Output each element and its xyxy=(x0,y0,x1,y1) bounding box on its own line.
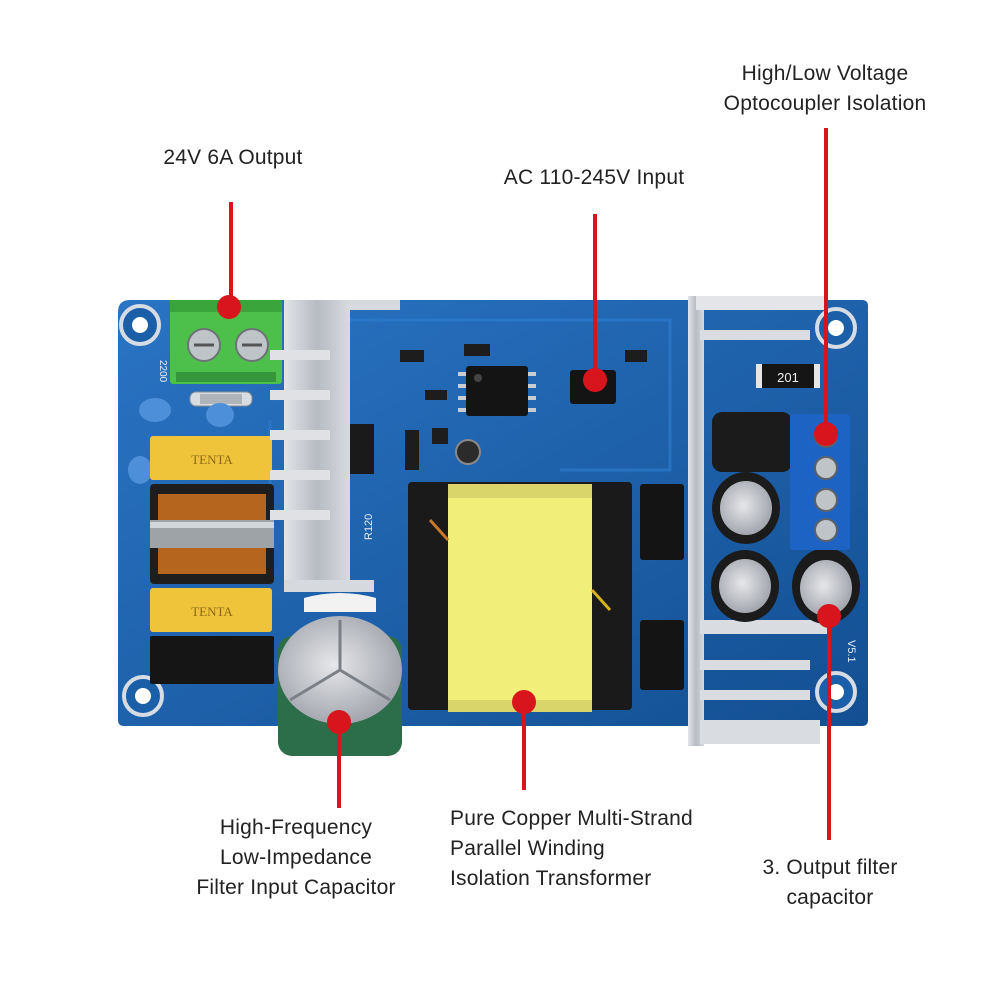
mounting-hole-top-left xyxy=(119,304,161,346)
smd-resistor-201: 201 xyxy=(756,364,820,388)
callout-optocoupler xyxy=(814,128,838,446)
x-capacitor-bottom: TENTA xyxy=(150,588,272,632)
callout-input-capacitor xyxy=(327,710,351,808)
label-transformer: Pure Copper Multi-Strand Parallel Windin… xyxy=(450,804,740,894)
mounting-hole-top-right xyxy=(815,307,857,349)
silk-version: V5.1 xyxy=(845,640,857,663)
y-capacitor xyxy=(139,398,171,422)
label-line: High-Frequency xyxy=(219,816,373,839)
smd-resistor xyxy=(425,390,447,400)
label-output: 24V 6A Output xyxy=(138,143,328,173)
output-capacitor-top xyxy=(712,472,780,544)
x-cap-brand: TENTA xyxy=(191,452,233,467)
terminal-code: 2200 xyxy=(157,360,168,383)
label-output-capacitor: 3. Output filter capacitor xyxy=(740,853,920,913)
resistor-r120: R120 xyxy=(363,514,375,540)
label-line: 3. Output filter xyxy=(762,856,898,879)
mounting-hole-bottom-right xyxy=(815,671,857,713)
mounting-hole-bottom-left xyxy=(122,675,164,717)
label-line: Parallel Winding xyxy=(450,837,605,860)
callout-output-capacitor xyxy=(817,604,841,840)
ac-terminal-block xyxy=(170,300,282,384)
label-line: AC 110-245V Input xyxy=(503,166,685,189)
callout-ac-input xyxy=(583,214,607,392)
label-optocoupler: High/Low Voltage Optocoupler Isolation xyxy=(700,59,950,119)
input-filter-capacitor xyxy=(278,593,402,756)
label-line: Optocoupler Isolation xyxy=(723,92,927,115)
output-capacitor-left xyxy=(711,550,779,622)
smd-resistor xyxy=(405,430,419,470)
output-capacitor-right xyxy=(792,548,860,624)
y-capacitor xyxy=(206,403,234,427)
label-line: Isolation Transformer xyxy=(450,867,652,890)
pwm-controller-chip xyxy=(458,366,536,416)
label-line: 24V 6A Output xyxy=(163,146,303,169)
label-line: Filter Input Capacitor xyxy=(196,876,396,899)
label-ac-input: AC 110-245V Input xyxy=(478,163,710,193)
mosfet xyxy=(350,424,374,474)
callout-output xyxy=(217,202,241,319)
smd-resistor xyxy=(400,350,424,362)
primary-heatsink xyxy=(270,300,400,592)
output-diode xyxy=(640,620,684,690)
output-inductor xyxy=(712,412,792,472)
main-transformer xyxy=(408,482,632,712)
secondary-heatsink xyxy=(688,296,830,746)
callout-transformer xyxy=(512,690,536,790)
label-input-capacitor: High-Frequency Low-Impedance Filter Inpu… xyxy=(176,813,416,903)
label-line: High/Low Voltage xyxy=(741,62,909,85)
smd-resistor xyxy=(625,350,647,362)
common-mode-choke xyxy=(150,484,274,584)
output-diode xyxy=(640,484,684,560)
label-line: Low-Impedance xyxy=(219,846,373,869)
smd-resistor xyxy=(464,344,490,356)
smd-resistor xyxy=(432,428,448,444)
small-capacitor xyxy=(455,439,481,465)
label-line: capacitor xyxy=(786,886,874,909)
x-capacitor-top: TENTA xyxy=(150,436,272,480)
x-cap-brand: TENTA xyxy=(191,604,233,619)
resistor-code: 201 xyxy=(777,370,799,385)
y-capacitor xyxy=(128,456,152,484)
label-line: Pure Copper Multi-Strand xyxy=(450,807,693,830)
bridge-rectifier xyxy=(150,636,274,684)
